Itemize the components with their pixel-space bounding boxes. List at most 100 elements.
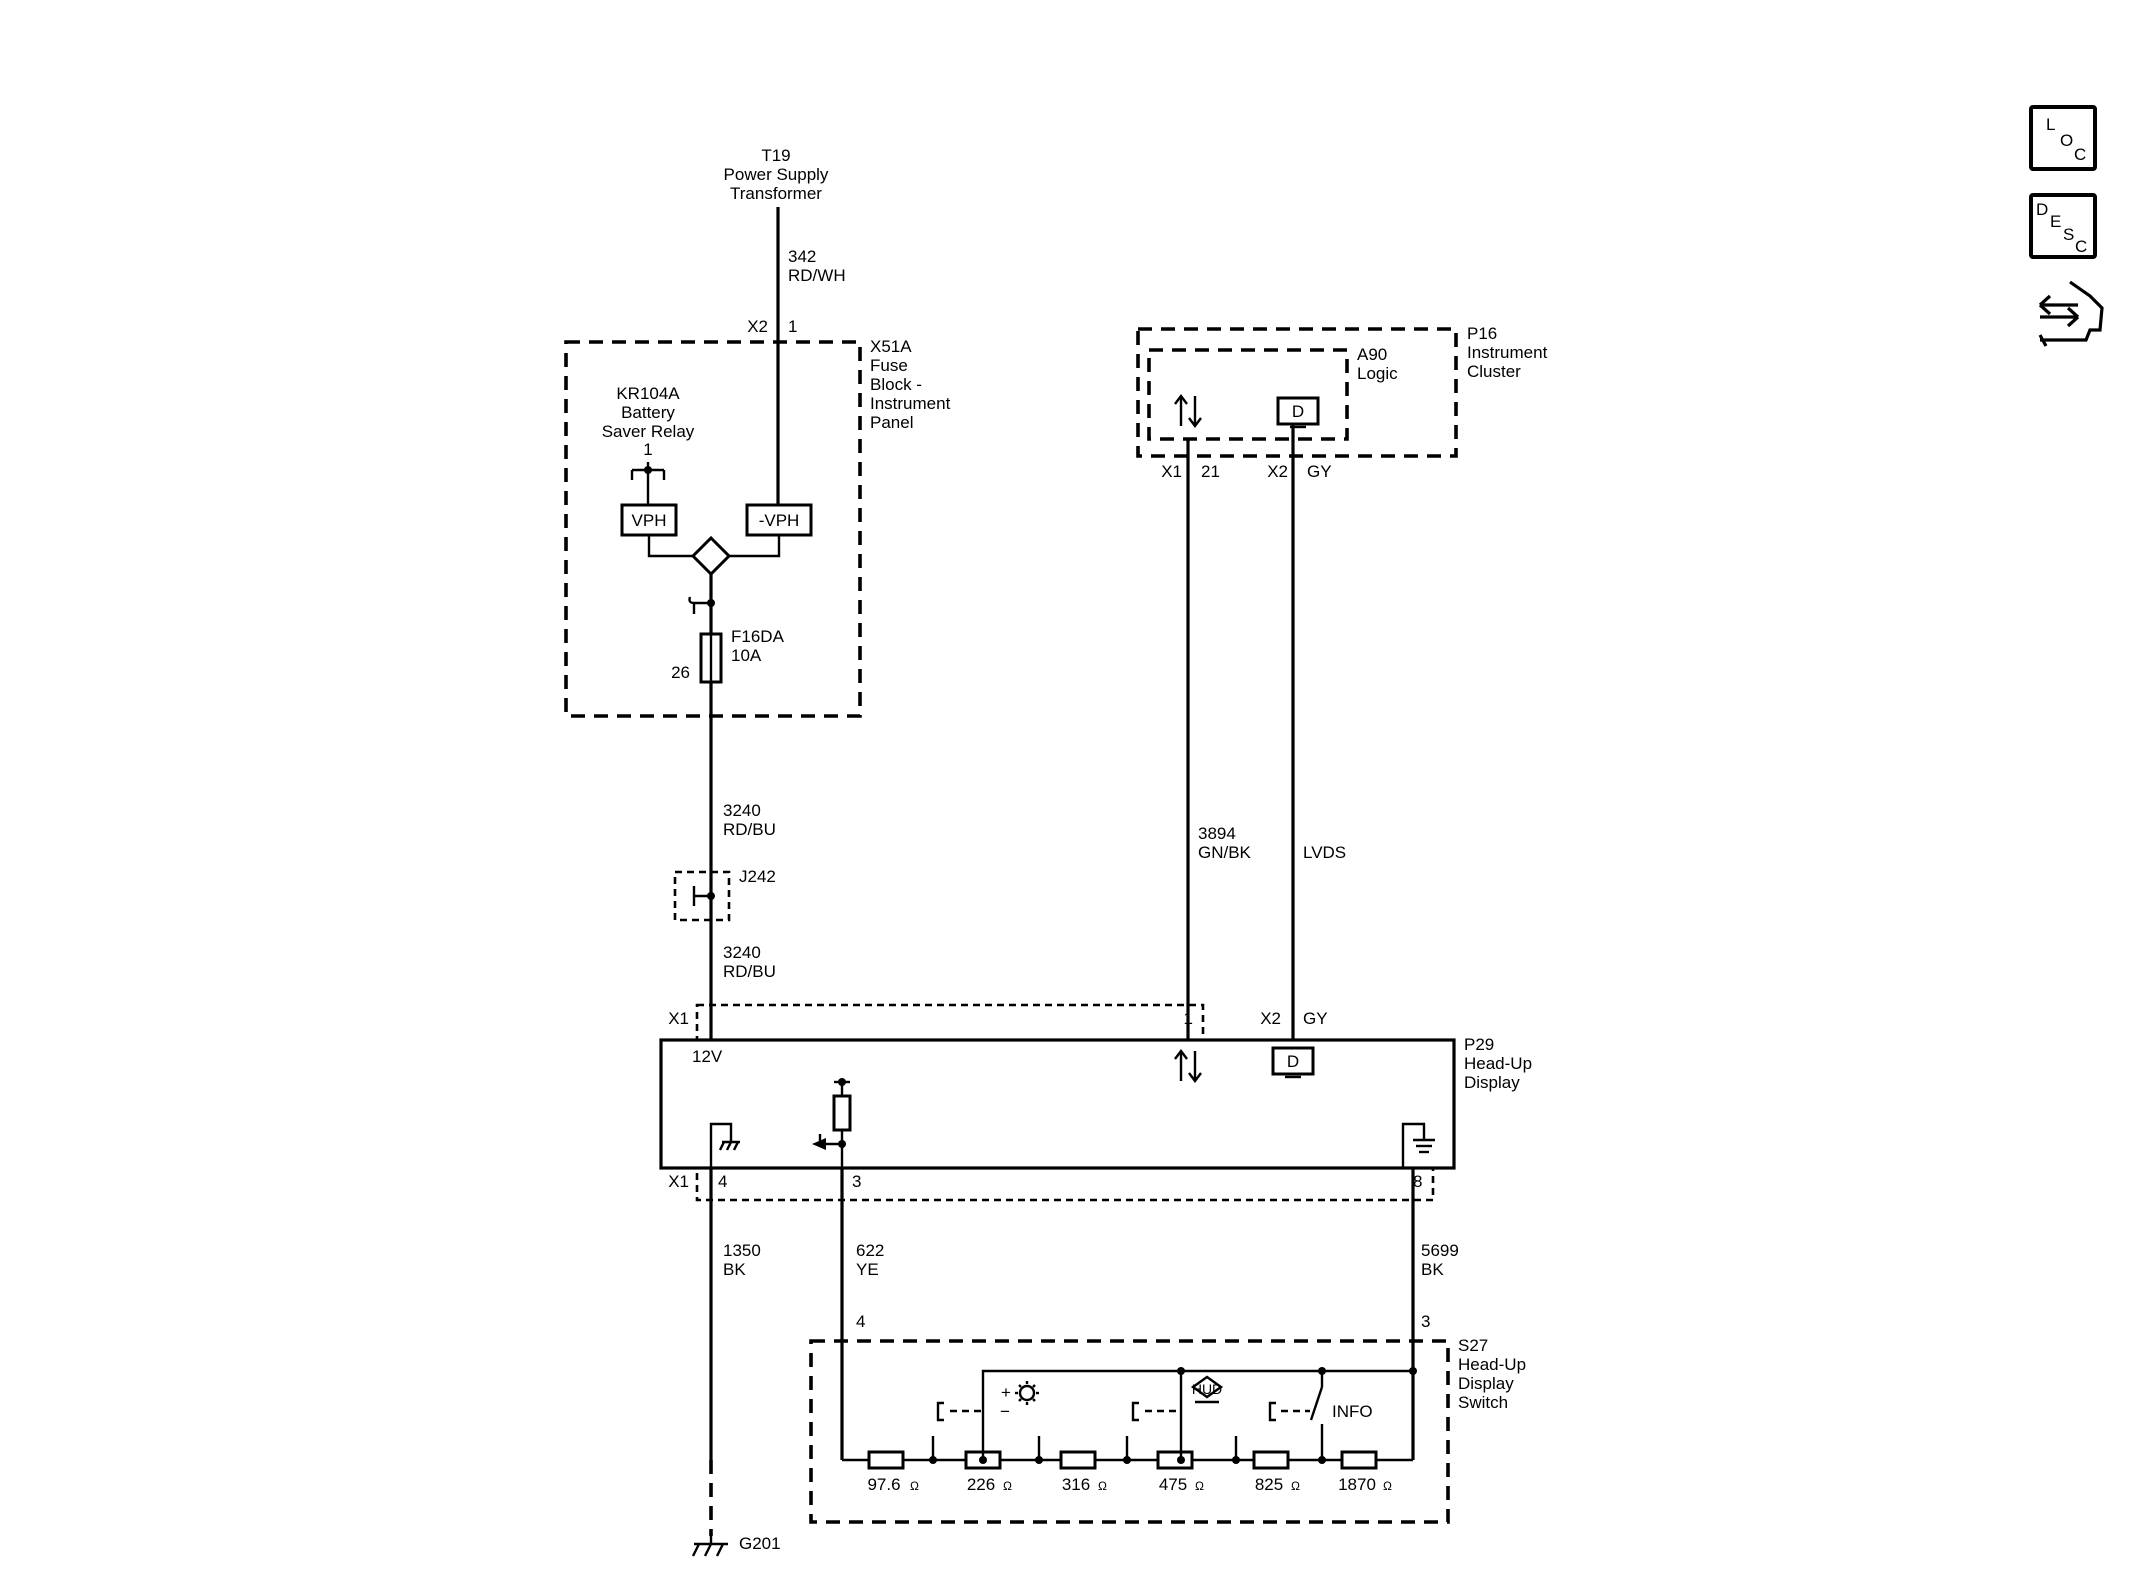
resistor-4-value: 475 (1159, 1475, 1187, 1494)
resistor-1-value: 97.6 (867, 1475, 900, 1494)
ohm-symbol: Ω (1098, 1479, 1107, 1493)
resistor-5 (1252, 1450, 1290, 1470)
p29-connector-x2: X2 (1260, 1009, 1281, 1028)
wire-622-label: 622 YE (856, 1241, 884, 1279)
svg-text:Fuse: Fuse (870, 356, 908, 375)
switch-common-bus (981, 1369, 1413, 1385)
ohm-symbol: Ω (910, 1479, 919, 1493)
internal-splice-tap (688, 596, 715, 614)
loc-button[interactable]: L O C (2029, 105, 2097, 171)
p29-pin-4: 4 (718, 1172, 727, 1191)
s27-pin-3: 3 (1421, 1312, 1430, 1331)
svg-text:C: C (2074, 145, 2086, 164)
svg-text:Transformer: Transformer (730, 184, 822, 203)
wire-1350-label: 1350 BK (723, 1241, 761, 1279)
wire-3240-lower-label: 3240 RD/BU (723, 943, 776, 981)
svg-text:RD/BU: RD/BU (723, 962, 776, 981)
svg-text:+: + (1001, 1383, 1011, 1402)
p16-instrument-cluster-outline (1136, 327, 1458, 458)
j242-label: J242 (739, 867, 776, 886)
wire-3894-label: 3894 GN/BK (1198, 824, 1252, 862)
svg-text:3240: 3240 (723, 801, 761, 820)
svg-text:Logic: Logic (1357, 364, 1398, 383)
fuse-f16da-label: F16DA 10A (731, 627, 785, 665)
svg-text:T19: T19 (761, 146, 790, 165)
resistor-6-value: 1870 (1338, 1475, 1376, 1494)
p29-pin-gy: GY (1303, 1009, 1328, 1028)
p29-label: P29 Head-Up Display (1464, 1035, 1532, 1092)
kr104a-label: KR104A Battery Saver Relay 1 (602, 384, 695, 459)
svg-text:1350: 1350 (723, 1241, 761, 1260)
svg-text:Display: Display (1458, 1374, 1514, 1393)
brightness-switch: + − (929, 1383, 1043, 1464)
desc-button[interactable]: D E S C (2029, 193, 2097, 259)
svg-text:KR104A: KR104A (616, 384, 680, 403)
resistor-3 (1059, 1450, 1097, 1470)
svg-text:A90: A90 (1357, 345, 1387, 364)
svg-text:5699: 5699 (1421, 1241, 1459, 1260)
svg-text:P16: P16 (1467, 324, 1497, 343)
resistor-3-value: 316 (1062, 1475, 1090, 1494)
svg-text:L: L (2046, 115, 2055, 134)
svg-text:F16DA: F16DA (731, 627, 785, 646)
battery-saver-relay-terminal (630, 462, 666, 505)
ohm-symbol: Ω (1003, 1479, 1012, 1493)
hud-position-switch (1123, 1371, 1240, 1464)
resistor-2-value: 226 (967, 1475, 995, 1494)
g201-label: G201 (739, 1534, 781, 1553)
p29-connector-x1-top-outline (695, 1003, 1205, 1042)
svg-text:D: D (1292, 402, 1304, 421)
connector-diagnostic-icon[interactable] (2038, 280, 2104, 347)
svg-text:RD/WH: RD/WH (788, 266, 846, 285)
wire-3240-upper-label: 3240 RD/BU (723, 801, 776, 839)
svg-text:Block -: Block - (870, 375, 922, 394)
svg-text:C: C (2075, 237, 2087, 256)
p29-pin-1: 1 (1184, 1009, 1193, 1028)
p29-pin-8: 8 (1413, 1172, 1422, 1191)
ohm-symbol: Ω (1195, 1479, 1204, 1493)
p16-pin-gy: GY (1307, 462, 1332, 481)
svg-text:RD/BU: RD/BU (723, 820, 776, 839)
p29-data-display-icon: D (1271, 1046, 1315, 1079)
svg-text:D: D (1287, 1052, 1299, 1071)
svg-text:Battery: Battery (621, 403, 675, 422)
svg-text:BK: BK (723, 1260, 746, 1279)
svg-text:1: 1 (643, 440, 652, 459)
svg-text:GN/BK: GN/BK (1198, 843, 1252, 862)
fuse-pin-26: 26 (671, 663, 690, 682)
s27-pin-4: 4 (856, 1312, 865, 1331)
svg-text:Panel: Panel (870, 413, 913, 432)
svg-text:P29: P29 (1464, 1035, 1494, 1054)
svg-text:622: 622 (856, 1241, 884, 1260)
svg-text:D: D (2036, 200, 2048, 219)
x51a-label: X51A Fuse Block - Instrument Panel (870, 337, 951, 432)
resistor-6 (1340, 1450, 1378, 1470)
p29-pin-3: 3 (852, 1172, 861, 1191)
s27-switch-outline (809, 1339, 1450, 1524)
a90-label: A90 Logic (1357, 345, 1398, 383)
x51a-connector-x2: X2 (747, 317, 768, 336)
hud-icon: HUD (1190, 1375, 1224, 1404)
resistor-5-value: 825 (1255, 1475, 1283, 1494)
svg-text:3240: 3240 (723, 943, 761, 962)
p16-label: P16 Instrument Cluster (1467, 324, 1548, 381)
wire-5699-label: 5699 BK (1421, 1241, 1459, 1279)
p29-connector-x1-top: X1 (668, 1009, 689, 1028)
resistor-1 (867, 1450, 905, 1470)
svg-text:Display: Display (1464, 1073, 1520, 1092)
brightness-sun-icon (1015, 1381, 1039, 1405)
wire-342-label: 342 RD/WH (788, 247, 846, 285)
j242-splice (692, 886, 715, 906)
neg-vph-line (729, 535, 781, 558)
vph-line (647, 535, 693, 558)
t19-label: T19 Power Supply Transformer (724, 146, 829, 203)
svg-text:Head-Up: Head-Up (1458, 1355, 1526, 1374)
chassis-ground-icon (709, 1122, 740, 1168)
p29-connector-x1-bottom: X1 (668, 1172, 689, 1191)
bidirectional-arrows-icon (1174, 394, 1202, 428)
p29-head-up-display-box (659, 1038, 1456, 1170)
neg-vph-label: -VPH (759, 511, 800, 530)
svg-text:BK: BK (1421, 1260, 1444, 1279)
